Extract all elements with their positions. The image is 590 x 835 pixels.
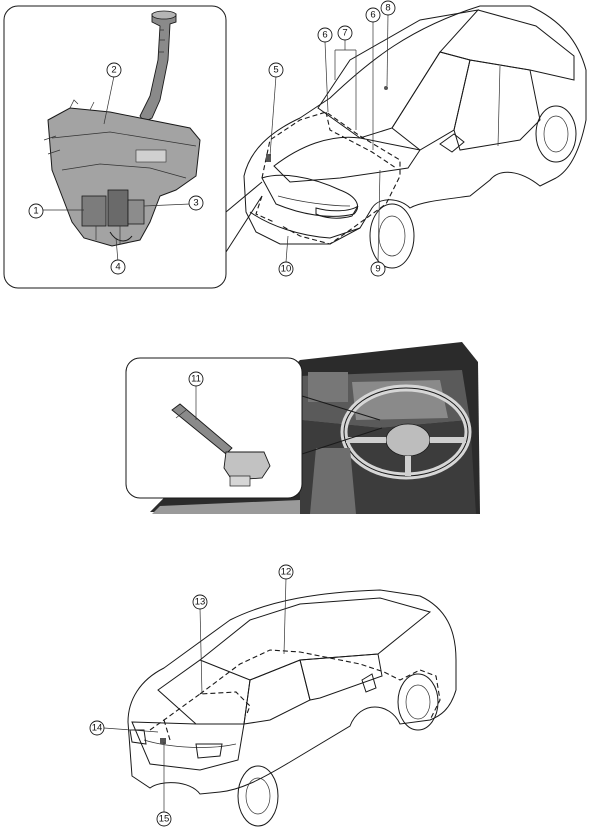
filler-neck	[139, 10, 177, 123]
car-front-view	[243, 5, 587, 269]
washer-pump-assembly	[81, 189, 145, 244]
car-front-leader-lines	[269, 13, 389, 263]
car-rear-leader-lines	[103, 577, 287, 812]
svg-text:13: 13	[195, 597, 206, 608]
car-rear-view	[103, 577, 457, 827]
callout-4: 4	[110, 259, 126, 275]
steering-wheel	[340, 384, 472, 480]
callout-7: 7	[337, 25, 353, 41]
callout-9: 9	[370, 261, 386, 277]
callout-13: 13	[192, 594, 208, 610]
svg-text:11: 11	[191, 374, 201, 385]
switch-inset-frame	[125, 357, 303, 499]
svg-text:14: 14	[92, 723, 103, 734]
inset-pointer-upper	[225, 181, 263, 213]
switch-pointer-upper	[301, 395, 381, 421]
svg-text:9: 9	[375, 264, 380, 275]
callout-2: 2	[106, 62, 122, 78]
callout-10: 10	[278, 261, 294, 277]
front-wheel	[369, 203, 415, 269]
wiper-switch-body	[223, 451, 271, 481]
svg-text:4: 4	[115, 262, 120, 273]
washer-nozzle-marker	[266, 154, 271, 162]
callout-labels: 1 2 3 4 5 6 6 7 8 9 10 11 12 13 14 15	[28, 0, 396, 827]
wiper-lever	[171, 403, 233, 455]
svg-text:5: 5	[273, 65, 278, 76]
svg-text:6: 6	[370, 10, 375, 21]
callout-14: 14	[89, 720, 105, 736]
inset-frame	[3, 5, 227, 289]
callout-6a: 6	[317, 27, 333, 43]
svg-text:1: 1	[33, 206, 38, 217]
switch-pointer-lower	[301, 427, 383, 455]
svg-text:8: 8	[385, 3, 390, 14]
rear-wheel	[535, 105, 577, 163]
wiper-switch-inset	[125, 357, 303, 499]
svg-text:6: 6	[322, 30, 327, 41]
svg-text:15: 15	[159, 814, 170, 825]
rear-nozzle-marker	[160, 738, 166, 744]
callout-11: 11	[188, 371, 204, 387]
svg-text:7: 7	[342, 28, 347, 39]
front-view-wheel	[397, 673, 439, 731]
callout-12: 12	[278, 564, 294, 580]
rear-sensor-marker	[384, 86, 388, 90]
svg-text:2: 2	[111, 65, 116, 76]
washer-tank-inset	[3, 5, 263, 289]
rear-view-wheel	[237, 765, 279, 827]
inset-pointer-lower	[225, 195, 263, 253]
interior-view	[125, 342, 480, 514]
svg-text:3: 3	[193, 198, 198, 209]
inset-leader-lines	[42, 75, 191, 263]
callout-6b: 6	[365, 7, 381, 23]
callout-5: 5	[268, 62, 284, 78]
callout-3: 3	[188, 195, 204, 211]
svg-text:10: 10	[281, 264, 292, 275]
svg-text:12: 12	[281, 567, 292, 578]
callout-1: 1	[28, 203, 44, 219]
callout-8: 8	[380, 0, 396, 16]
callout-15: 15	[156, 811, 172, 827]
